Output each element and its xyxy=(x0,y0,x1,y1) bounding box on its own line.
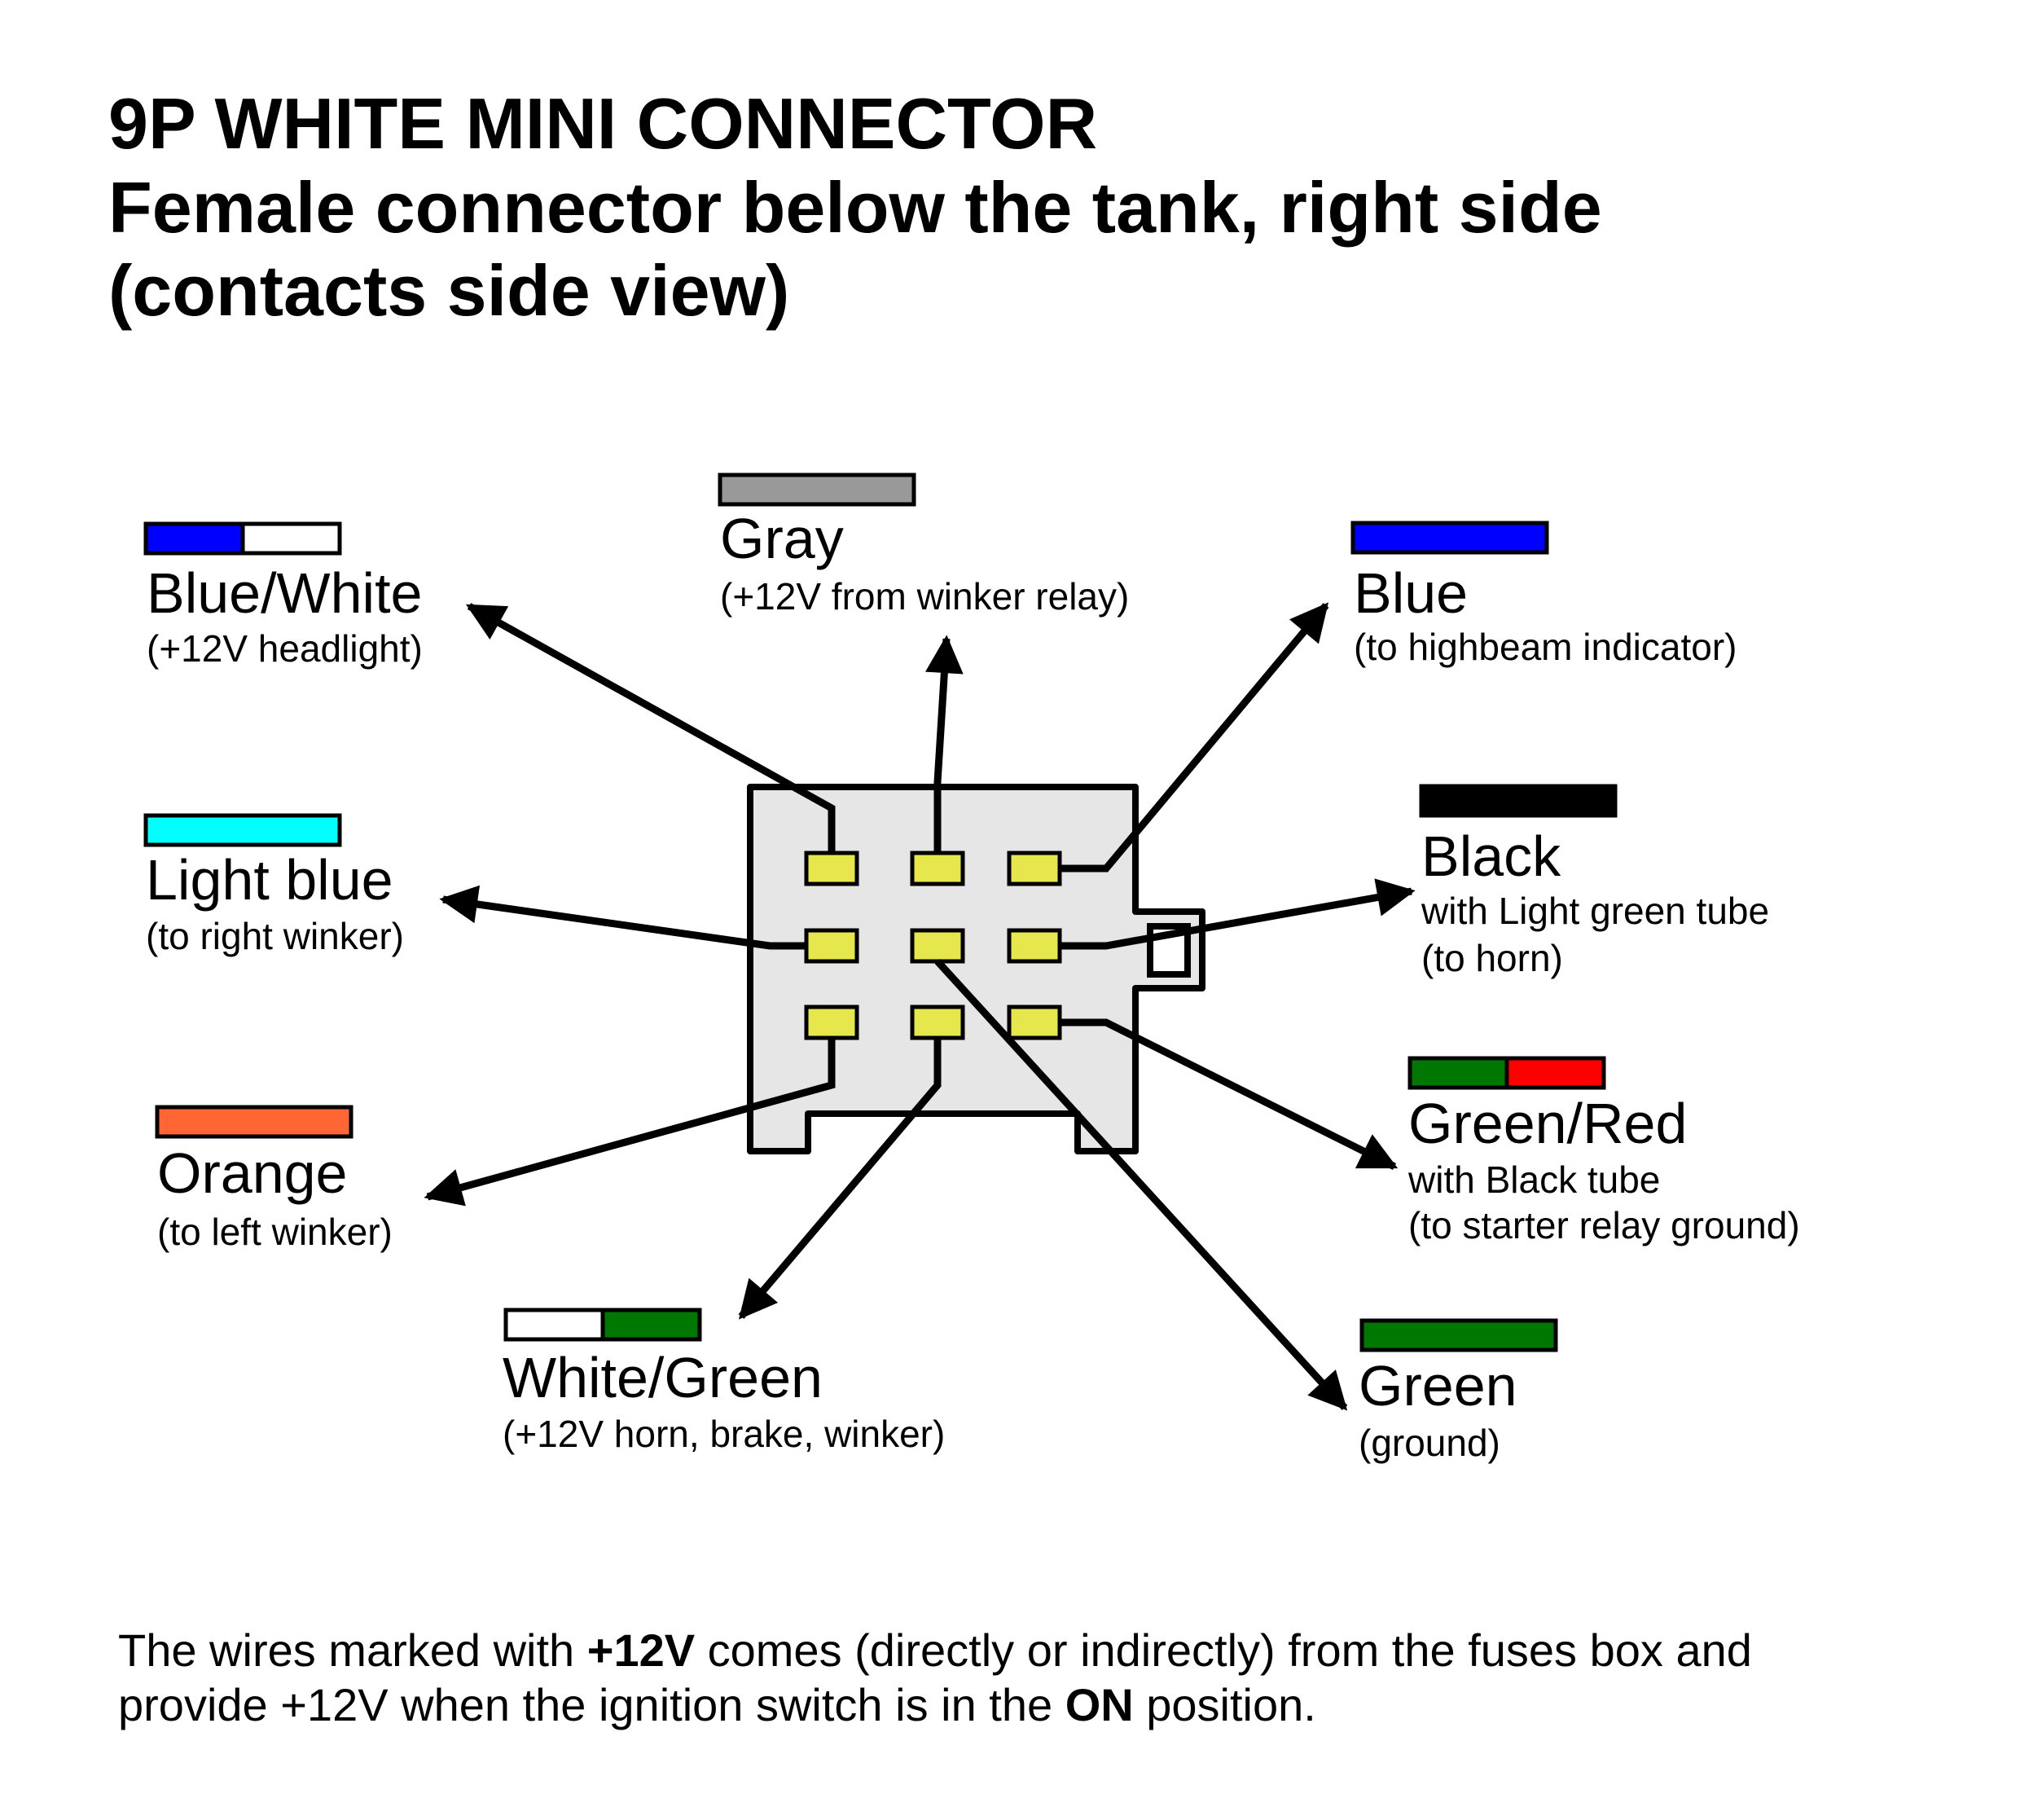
label-blue: Blue(to highbeam indicator) xyxy=(1350,521,1737,668)
wire-desc-green-red: (to starter relay ground) xyxy=(1408,1204,1800,1246)
wire-lines xyxy=(424,602,1416,1411)
label-orange: Orange (to left winker) xyxy=(155,1105,393,1253)
wire-desc-green-red: with Black tube xyxy=(1407,1158,1660,1201)
wire-desc-orange: (to left winker) xyxy=(157,1211,393,1253)
pin-7 xyxy=(804,1005,859,1040)
wire-name-green-red: Green/Red xyxy=(1408,1092,1687,1155)
pin-8 xyxy=(910,1005,965,1040)
emphasis-on: ON xyxy=(1065,1679,1134,1730)
title-line-3: (contacts side view) xyxy=(108,250,789,331)
label-light-blue: Light blue(to right winker) xyxy=(143,813,404,957)
color-swatch-green xyxy=(1359,1318,1558,1352)
color-swatch-black xyxy=(1419,784,1618,818)
wire-desc-light-blue: (to right winker) xyxy=(146,915,404,957)
wire-gray xyxy=(925,635,964,853)
wire-desc-blue: (to highbeam indicator) xyxy=(1354,626,1737,668)
wire-desc-black: (to horn) xyxy=(1421,937,1563,979)
wire-orange xyxy=(424,1038,836,1207)
connector xyxy=(747,784,1205,1154)
label-gray: Gray (+12V from winker relay) xyxy=(718,473,1129,618)
label-white-green: White/Green(+12V horn, brake, winker) xyxy=(503,1308,945,1455)
wire-desc-gray: (+12V from winker relay) xyxy=(720,575,1129,618)
color-swatch-white-green-2 xyxy=(600,1308,702,1342)
emphasis-12v: +12V xyxy=(587,1624,695,1676)
wire-name-white-green: White/Green xyxy=(503,1346,823,1409)
pin-5 xyxy=(910,928,965,964)
color-swatch-blue-white-1 xyxy=(143,521,245,556)
color-swatch-blue xyxy=(1350,521,1549,555)
color-swatch-green-red-2 xyxy=(1504,1056,1606,1090)
diagram-title: 9P WHITE MINI CONNECTOR Female connector… xyxy=(108,83,1602,331)
color-swatch-orange xyxy=(155,1105,354,1139)
wire-name-orange: Orange xyxy=(157,1141,347,1205)
connector-body xyxy=(747,784,1205,1154)
color-swatch-blue-white-2 xyxy=(240,521,342,556)
color-swatch-light-blue xyxy=(143,813,342,847)
pin-grid xyxy=(804,851,1062,1040)
pin-6 xyxy=(1007,928,1062,964)
pin-3 xyxy=(1007,851,1062,886)
wire-desc-white-green: (+12V horn, brake, winker) xyxy=(503,1413,945,1455)
wire-light-blue xyxy=(439,885,806,950)
wire-black xyxy=(1060,878,1416,950)
wire-name-green: Green xyxy=(1359,1354,1517,1418)
footnote-line-2: provide +12V when the ignition switch is… xyxy=(118,1679,1316,1730)
wire-name-black: Black xyxy=(1421,824,1561,888)
wire-desc-green: (ground) xyxy=(1359,1422,1500,1464)
wire-name-blue: Blue xyxy=(1354,561,1468,625)
pin-4 xyxy=(804,928,859,964)
wire-name-blue-white: Blue/White xyxy=(147,561,422,625)
wire-desc-blue-white: (+12V headlight) xyxy=(147,627,423,670)
pin-1 xyxy=(804,851,859,886)
wire-labels: Blue/White(+12V headlight) Gray (+12V from… xyxy=(143,473,1800,1464)
wire-green-red xyxy=(1060,1018,1399,1171)
color-swatch-white-green-1 xyxy=(503,1308,605,1342)
footnote: The wires marked with +12V comes (direct… xyxy=(118,1624,1752,1730)
wire-blue-white xyxy=(465,603,836,853)
wire-blue xyxy=(1060,602,1329,873)
label-green: Green(ground) xyxy=(1359,1318,1558,1464)
wire-green xyxy=(934,958,1348,1411)
wire-desc-black: with Light green tube xyxy=(1421,890,1769,932)
color-swatch-green-red-1 xyxy=(1407,1056,1509,1090)
title-line-2: Female connector below the tank, right s… xyxy=(108,167,1602,248)
color-swatch-gray xyxy=(718,473,916,507)
title-line-1: 9P WHITE MINI CONNECTOR xyxy=(108,83,1097,164)
wire-name-gray: Gray xyxy=(720,507,844,570)
footnote-line-1: The wires marked with +12V comes (direct… xyxy=(118,1624,1752,1676)
pin-2 xyxy=(910,851,965,886)
pin-9 xyxy=(1007,1005,1062,1040)
wire-white-green xyxy=(738,1038,942,1320)
wire-name-light-blue: Light blue xyxy=(146,848,393,912)
label-blue-white: Blue/White(+12V headlight) xyxy=(143,521,423,670)
